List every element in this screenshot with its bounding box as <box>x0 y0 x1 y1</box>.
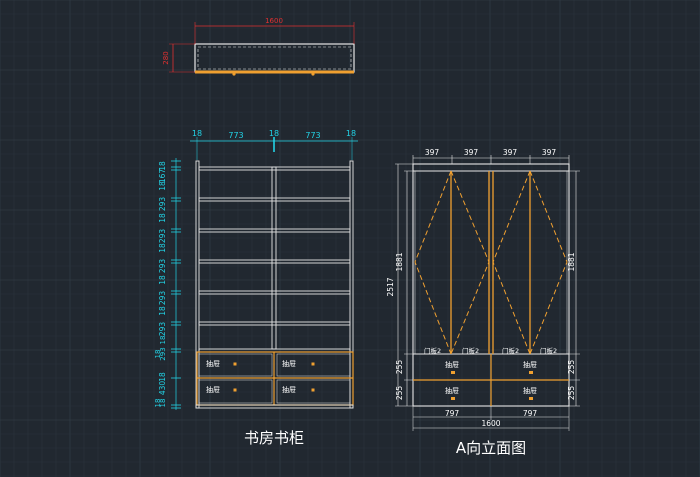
bookcase-left-dim-label: 18 <box>154 350 162 359</box>
bookcase-top-dim-label: 18 <box>346 129 356 138</box>
elevation-left-lower-label: 255 <box>395 386 404 401</box>
bookcase-left-dim-label: 18 <box>159 336 167 345</box>
elevation-bottom-dimensions: 797 797 1600 <box>412 406 570 431</box>
elevation-drawer-label: 抽屉 <box>445 386 459 395</box>
bookcase-left-dim-label: 167 <box>158 169 167 184</box>
door-swing-line <box>529 170 568 355</box>
elevation-title: A向立面图 <box>456 439 526 457</box>
elevation-left-total-label: 2517 <box>386 277 395 296</box>
elevation-top-dim-label: 397 <box>425 148 440 157</box>
bookcase-top-dim-label: 773 <box>228 131 243 140</box>
top-view-handle <box>311 72 315 76</box>
elevation-door-swing-lines <box>414 170 568 355</box>
bookcase-top-dim-label: 18 <box>192 129 202 138</box>
bookcase-left-dim-label: 18 <box>158 213 167 223</box>
elevation-left-upper-label: 1881 <box>395 252 404 271</box>
bookcase-shelf <box>198 259 351 264</box>
elevation-right-upper-label: 1881 <box>567 252 576 271</box>
door-swing-line <box>450 170 490 355</box>
bookcase-shelf <box>198 197 351 202</box>
elevation-right-lower-label: 255 <box>567 360 576 375</box>
bookcase-left-dim-label: 18 <box>158 372 167 382</box>
top-view-depth-label: 280 <box>162 51 170 64</box>
bookcase-drawer-handle <box>311 388 315 392</box>
bookcase-shelves <box>195 160 354 409</box>
elevation-left-lower-label: 255 <box>395 360 404 375</box>
bookcase-plinth <box>195 404 354 409</box>
elevation-drawer-handle <box>529 371 533 374</box>
bookcase-left-dim-label: 18 <box>158 306 167 316</box>
elevation-door-label: 门板2 <box>540 346 557 355</box>
bookcase-left-dim-label: 18 <box>158 181 167 191</box>
door-swing-line <box>492 170 531 355</box>
elevation-top-dim-label: 397 <box>503 148 518 157</box>
elevation-top-dim-label: 397 <box>464 148 479 157</box>
elevation-drawer-handle <box>451 371 455 374</box>
bookcase-left-dim-label: 293 <box>158 259 167 274</box>
elevation-top-dim-label: 397 <box>542 148 557 157</box>
bookcase-drawer-face <box>276 379 351 404</box>
bookcase-drawer-face <box>198 353 273 377</box>
door-swing-line <box>414 170 452 355</box>
bookcase-drawer-face <box>276 353 351 377</box>
bookcase-shelf <box>198 166 351 171</box>
bookcase-left-dim-label: 293 <box>158 291 167 306</box>
bookcase-drawer-handle <box>311 362 315 366</box>
elevation-drawer-handle <box>451 397 455 400</box>
bookcase-left-dim-label: 18 <box>158 243 167 253</box>
bookcase-left-dim-label: 293 <box>159 347 167 360</box>
bookcase-drawer-label: 抽屉 <box>282 359 296 368</box>
bookcase-shelf <box>198 228 351 233</box>
bookcase-left-dim-label: 18 <box>154 399 162 408</box>
bookcase-left-dim-label: 293 <box>158 322 167 337</box>
bookcase-left-ticks <box>171 160 181 409</box>
elevation-left-dimensions: 2517 1881 255 255 <box>386 163 413 407</box>
elevation-drawer-label: 抽屉 <box>523 386 537 395</box>
bookcase-shelf <box>198 290 351 295</box>
bookcase-left-dim-label: 18 <box>158 161 167 171</box>
elevation-bottom-dim-label: 797 <box>445 409 460 418</box>
bookcase-left-dimensions: 18 167 18 293 18 293 18 293 18 293 18 29… <box>154 158 181 410</box>
elevation-top-dimensions: 397 397 397 397 <box>412 148 570 164</box>
bookcase-drawer-handle <box>233 362 237 366</box>
bookcase-top-dimensions: 18 773 18 773 18 <box>190 129 358 160</box>
bookcase-left-dim-label: 293 <box>158 229 167 244</box>
elevation-a-view: 门板2 门板2 门板2 门板2 抽屉 抽屉 抽屉 抽屉 397 397 397 … <box>386 148 580 457</box>
bookcase-title: 书房书柜 <box>244 429 304 447</box>
elevation-door-label: 门板2 <box>424 346 441 355</box>
top-view-handle <box>232 72 236 76</box>
bookcase-drawer-label: 抽屉 <box>206 359 220 368</box>
elevation-drawer-label: 抽屉 <box>523 360 537 369</box>
bookcase-top-dim-label: 18 <box>269 129 279 138</box>
elevation-bottom-dim-label: 797 <box>523 409 538 418</box>
bookcase-drawer-face <box>198 379 273 404</box>
bookcase-left-dim-label: 293 <box>158 197 167 212</box>
elevation-door-label: 门板2 <box>462 346 479 355</box>
top-view-inner-dashed <box>197 46 352 70</box>
bookcase-left-dim-label: 430 <box>158 381 167 396</box>
bookcase-front-view: 18 773 18 773 18 18 167 18 293 18 293 18… <box>154 129 358 447</box>
bookcase-drawer-label: 抽屉 <box>206 385 220 394</box>
elevation-drawer-label: 抽屉 <box>445 360 459 369</box>
top-plan-view: 1600 280 <box>162 17 355 76</box>
bookcase-drawer-handle <box>233 388 237 392</box>
bookcase-left-dim-label: 18 <box>159 399 167 408</box>
bookcase-shelf <box>198 321 351 326</box>
elevation-right-dimensions: 1881 255 255 <box>567 170 580 407</box>
bookcase-left-dim-label: 18 <box>158 275 167 285</box>
elevation-right-lower-label: 255 <box>567 386 576 401</box>
elevation-bottom-total-label: 1600 <box>481 419 500 428</box>
bookcase-drawer-label: 抽屉 <box>282 385 296 394</box>
bookcase-top-dim-label: 773 <box>305 131 320 140</box>
elevation-door-label: 门板2 <box>502 346 519 355</box>
elevation-drawer-handle <box>529 397 533 400</box>
top-view-width-label: 1600 <box>265 17 283 25</box>
